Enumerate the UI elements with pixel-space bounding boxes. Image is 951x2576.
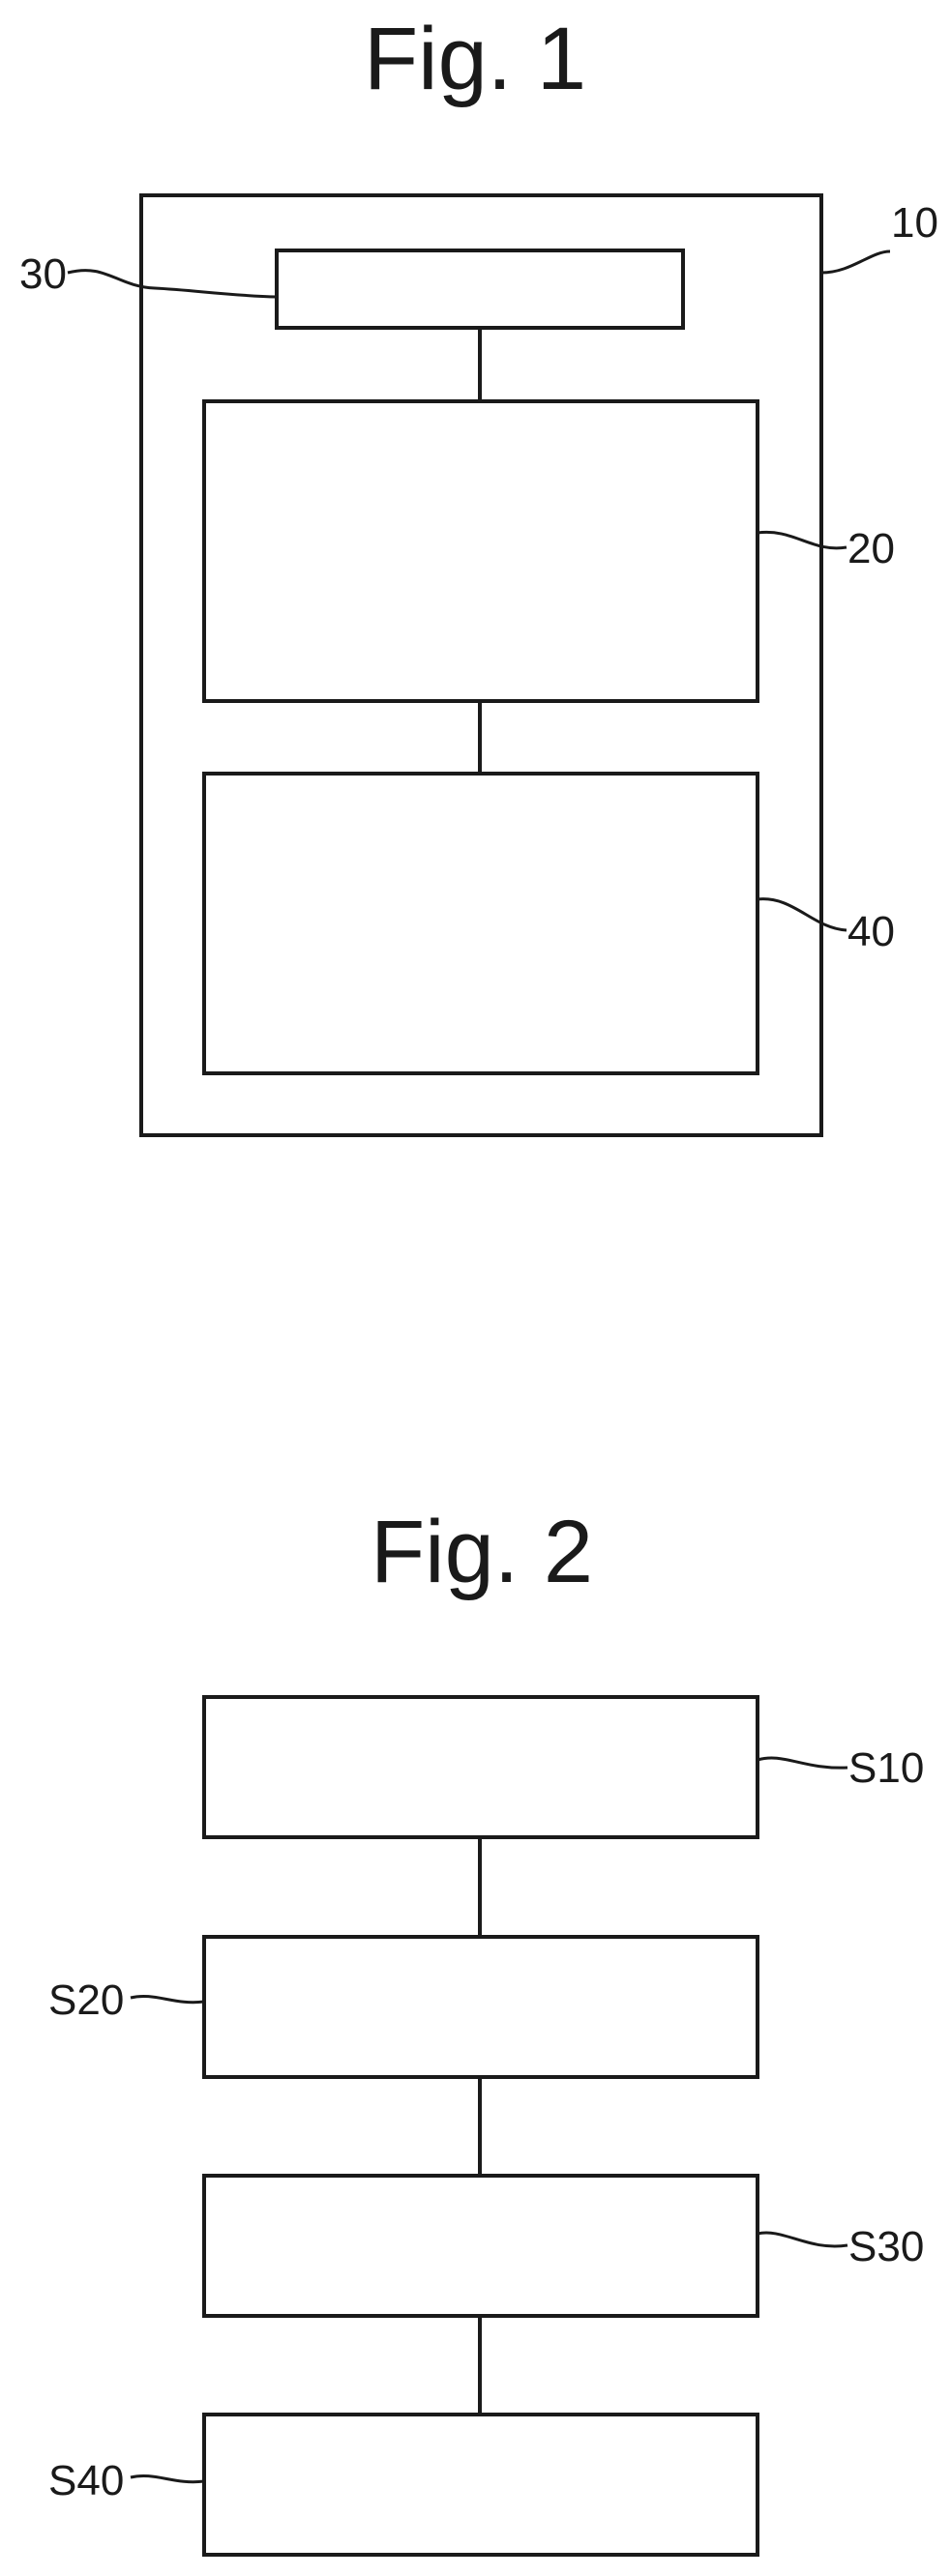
- leader-line-s20: [131, 1996, 204, 2002]
- label-30: 30: [19, 250, 67, 298]
- label-40: 40: [847, 908, 895, 955]
- label-20: 20: [847, 525, 895, 572]
- label-s30: S30: [848, 2223, 924, 2270]
- leader-line-s30: [758, 2233, 847, 2246]
- figure-2: Fig. 2 S10 S20 S30 S40: [48, 1503, 924, 2555]
- leader-line-40: [758, 899, 847, 930]
- step-s30-box: [204, 2176, 758, 2316]
- step-s40-box: [204, 2415, 758, 2555]
- leader-line-s10: [758, 1758, 847, 1768]
- leader-line-s40: [131, 2475, 204, 2481]
- label-s20: S20: [48, 1976, 124, 2024]
- figure-1-title: Fig. 1: [364, 10, 586, 108]
- label-s40: S40: [48, 2457, 124, 2504]
- label-10: 10: [891, 199, 938, 247]
- component-30-box: [277, 250, 683, 328]
- leader-line-30: [68, 271, 277, 297]
- component-40-box: [204, 774, 758, 1073]
- figure-1: Fig. 1 30 10 20 40: [19, 10, 938, 1135]
- label-s10: S10: [848, 1744, 924, 1792]
- leader-line-20: [758, 532, 847, 548]
- step-s10-box: [204, 1697, 758, 1837]
- component-20-box: [204, 401, 758, 701]
- figure-2-title: Fig. 2: [371, 1503, 593, 1601]
- step-s20-box: [204, 1937, 758, 2077]
- leader-line-10: [821, 251, 890, 273]
